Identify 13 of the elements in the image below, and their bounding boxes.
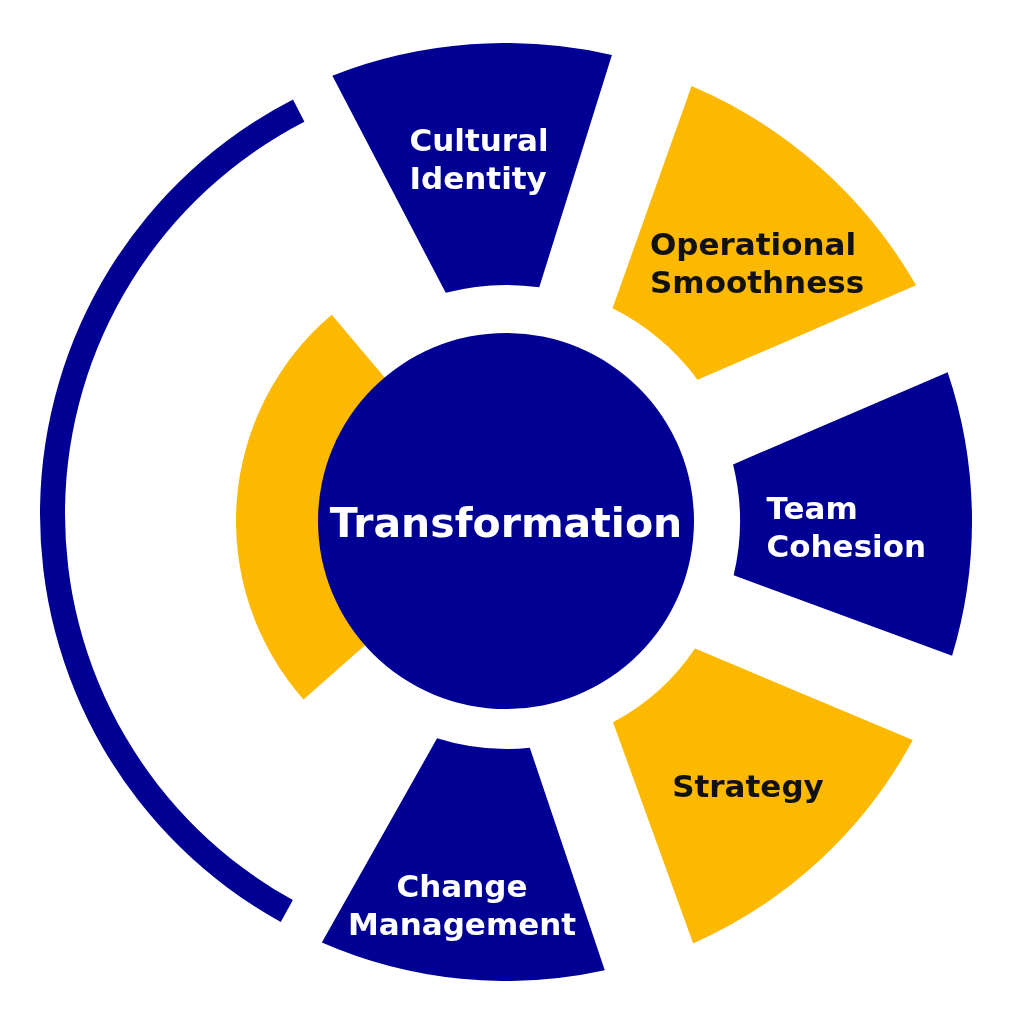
segment-label: Change Management (347, 868, 577, 944)
segment-label: Strategy (671, 768, 825, 806)
segment-label: Team Cohesion (766, 490, 928, 566)
center-label: Transformation (329, 498, 683, 548)
segment-label: Cultural Identity (409, 122, 550, 198)
wheel-segment (613, 648, 913, 944)
wheel-segment (321, 738, 605, 981)
wheel-segment (332, 43, 612, 293)
center-circle (318, 333, 694, 709)
outer-arc (40, 99, 305, 922)
wheel-segment (612, 85, 917, 380)
segment-label: Operational Smoothness (650, 226, 866, 302)
wheel-segment (733, 372, 972, 656)
